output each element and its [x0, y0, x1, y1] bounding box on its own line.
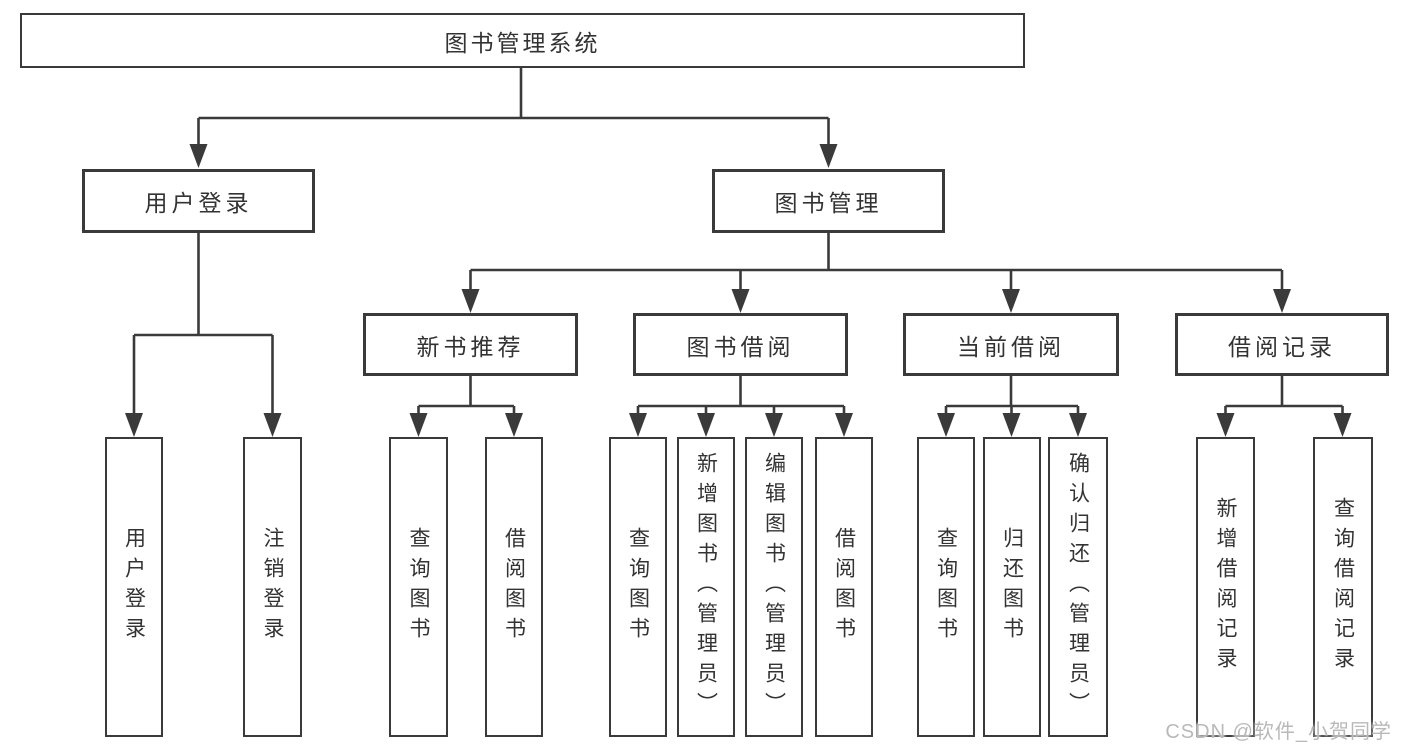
- node-label: 借阅图书: [832, 527, 856, 647]
- connector-recommend-to-leaves: [409, 376, 523, 437]
- node-label: 借阅图书: [502, 527, 526, 647]
- leaf-borrow-query-book: 查询图书: [609, 437, 667, 737]
- node-label: 图书管理: [774, 190, 883, 216]
- node-current-borrow: 当前借阅: [903, 313, 1119, 376]
- leaf-logout: 注销登录: [243, 437, 302, 737]
- leaf-recommend-borrow-book: 借阅图书: [485, 437, 543, 737]
- node-borrow-record: 借阅记录: [1175, 313, 1389, 376]
- leaf-record-query-record: 查询借阅记录: [1313, 437, 1373, 737]
- leaf-current-query-book: 查询图书: [917, 437, 975, 737]
- node-label: 确认归还（管理员）: [1066, 452, 1090, 722]
- connector-record-to-leaves: [1216, 376, 1352, 437]
- node-label: 查询图书: [934, 527, 958, 647]
- node-user-login: 用户登录: [82, 169, 315, 233]
- node-label: 图书借阅: [686, 333, 795, 360]
- node-book-borrow: 图书借阅: [633, 313, 848, 376]
- leaf-record-add-record: 新增借阅记录: [1196, 437, 1255, 737]
- leaf-user-login: 用户登录: [105, 437, 163, 737]
- csdn-watermark: CSDN @软件_小贺同学: [1165, 721, 1392, 743]
- node-label: 当前借阅: [957, 333, 1065, 360]
- leaf-current-confirm-return-admin: 确认归还（管理员）: [1048, 437, 1108, 737]
- node-label: 用户登录: [122, 527, 146, 647]
- node-label: 编辑图书（管理员）: [762, 452, 786, 722]
- leaf-borrow-borrow-book: 借阅图书: [815, 437, 873, 737]
- node-new-book-recommend: 新书推荐: [363, 313, 578, 376]
- node-label: 查询图书: [626, 527, 650, 647]
- node-book-management: 图书管理: [712, 169, 945, 233]
- node-label: 借阅记录: [1228, 333, 1336, 360]
- leaf-recommend-query-book: 查询图书: [389, 437, 448, 737]
- leaf-borrow-add-book-admin: 新增图书（管理员）: [677, 437, 735, 737]
- node-label: 新增图书（管理员）: [694, 452, 718, 722]
- connector-book-management-to-level3: [461, 233, 1291, 313]
- node-label: 新增借阅记录: [1214, 497, 1237, 677]
- node-label: 新书推荐: [416, 333, 525, 360]
- node-label: 查询图书: [407, 527, 430, 647]
- node-label: 图书管理系统: [444, 29, 601, 56]
- connector-root-to-level2: [189, 66, 838, 168]
- node-library-management-system: 图书管理系统: [20, 13, 1025, 68]
- connector-borrow-to-leaves: [629, 376, 853, 437]
- node-label: 归还图书: [1000, 527, 1024, 647]
- node-label: 用户登录: [144, 190, 253, 216]
- connector-current-to-leaves: [937, 376, 1087, 437]
- connector-user-login-to-leaves: [125, 233, 282, 437]
- node-label: 查询借阅记录: [1331, 497, 1355, 677]
- leaf-borrow-edit-book-admin: 编辑图书（管理员）: [745, 437, 803, 737]
- node-label: 注销登录: [261, 527, 284, 647]
- leaf-current-return-book: 归还图书: [983, 437, 1041, 737]
